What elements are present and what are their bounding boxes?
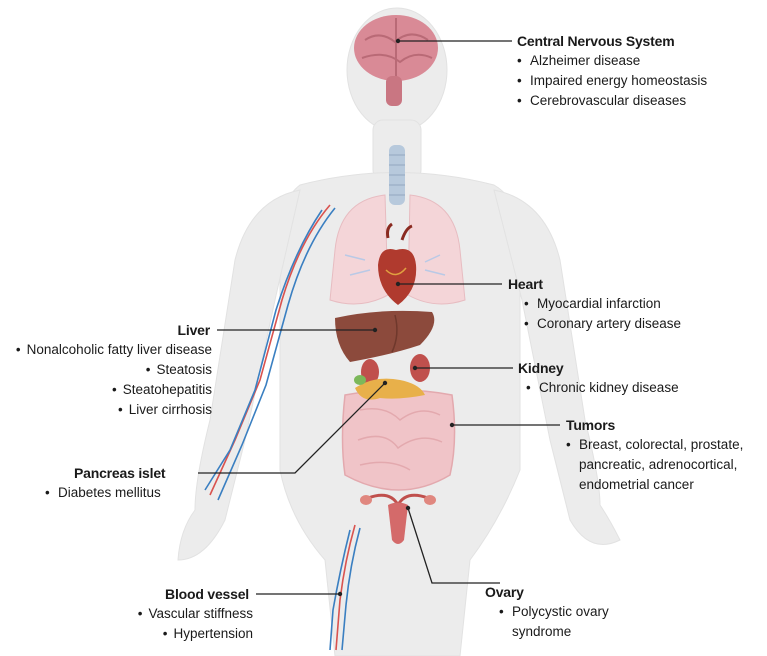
label-liver-list: Nonalcoholic fatty liver disease Steatos… — [16, 340, 212, 420]
liver-item-2: Steatosis — [16, 360, 212, 380]
cns-item-3: Cerebrovascular diseases — [517, 91, 707, 111]
label-kidney-title: Kidney — [518, 358, 679, 378]
label-tumors: Tumors Breast, colorectal, prostate, pan… — [566, 415, 743, 495]
kidney-item-1: Chronic kidney disease — [526, 378, 679, 398]
label-pancreas: Pancreas islet Diabetes mellitus — [74, 463, 165, 503]
label-blood-vessel-title: Blood vessel — [138, 584, 249, 604]
liver-item-1: Nonalcoholic fatty liver disease — [16, 340, 212, 360]
trachea-icon — [389, 145, 405, 205]
pancreas-item-1: Diabetes mellitus — [45, 483, 165, 503]
label-heart-title: Heart — [508, 274, 681, 294]
label-ovary: Ovary Polycystic ovary syndrome — [485, 582, 609, 642]
ovary-item-1: Polycystic ovary — [499, 602, 609, 622]
tumors-item-1: Breast, colorectal, prostate, — [566, 435, 743, 455]
label-liver-title: Liver — [16, 320, 210, 340]
liver-item-4: Liver cirrhosis — [16, 400, 212, 420]
label-tumors-title: Tumors — [566, 415, 743, 435]
label-ovary-title: Ovary — [485, 582, 609, 602]
label-cns-list: Alzheimer disease Impaired energy homeos… — [517, 51, 707, 111]
tumors-item-1-line-3: endometrial cancer — [566, 475, 743, 495]
label-blood-vessel-list: Vascular stiffness Hypertension — [138, 604, 253, 644]
label-heart: Heart Myocardial infarction Coronary art… — [508, 274, 681, 334]
label-blood-vessel: Blood vessel Vascular stiffness Hyperten… — [138, 584, 253, 644]
label-pancreas-title: Pancreas islet — [74, 463, 165, 483]
label-pancreas-list: Diabetes mellitus — [45, 483, 165, 503]
liver-item-3: Steatohepatitis — [16, 380, 212, 400]
label-kidney: Kidney Chronic kidney disease — [518, 358, 679, 398]
tumors-item-1-line-2: pancreatic, adrenocortical, — [566, 455, 743, 475]
ovary-item-1-line-2: syndrome — [499, 622, 609, 642]
heart-item-2: Coronary artery disease — [524, 314, 681, 334]
label-tumors-list: Breast, colorectal, prostate, — [566, 435, 743, 455]
cns-item-2: Impaired energy homeostasis — [517, 71, 707, 91]
blood-vessel-item-2: Hypertension — [138, 624, 253, 644]
label-cns-title: Central Nervous System — [517, 31, 707, 51]
label-kidney-list: Chronic kidney disease — [526, 378, 679, 398]
label-liver: Liver Nonalcoholic fatty liver disease S… — [16, 320, 212, 420]
label-cns: Central Nervous System Alzheimer disease… — [517, 31, 707, 111]
blood-vessel-item-1: Vascular stiffness — [138, 604, 253, 624]
intestine-icon — [343, 390, 455, 490]
cns-item-1: Alzheimer disease — [517, 51, 707, 71]
label-ovary-list: Polycystic ovary — [499, 602, 609, 622]
heart-item-1: Myocardial infarction — [524, 294, 681, 314]
label-heart-list: Myocardial infarction Coronary artery di… — [524, 294, 681, 334]
